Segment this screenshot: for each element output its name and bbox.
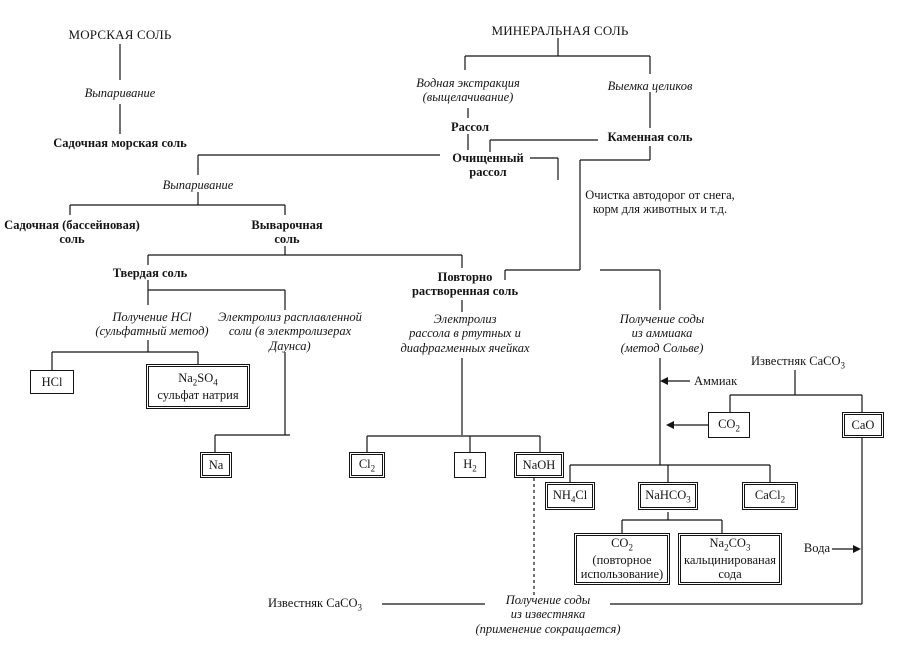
nahco3-box: NaHCO3 <box>638 482 698 510</box>
water-extraction-label: Водная экстракция (выщелачивание) <box>416 76 520 105</box>
naoh-box: NaOH <box>514 452 564 478</box>
rock-salt-label: Каменная соль <box>607 130 693 144</box>
boiled-salt-label: Выварочная соль <box>251 218 323 247</box>
evaporation-label-2: Выпаривание <box>162 178 234 192</box>
block-mining-label: Выемка целиков <box>607 79 693 93</box>
mineral-salt-label: МИНЕРАЛЬНАЯ СОЛЬ <box>491 23 629 38</box>
solid-salt-label: Твердая соль <box>112 266 188 280</box>
cacl2-box: CaCl2 <box>742 482 798 510</box>
purified-brine-label: Очищенный рассол <box>452 151 524 180</box>
hcl-production-label: Получение HCl (сульфатный метод) <box>95 310 209 339</box>
sea-salt-sediment-label: Садочная морская соль <box>53 136 187 150</box>
cl2-box: Cl2 <box>349 452 385 478</box>
limestone-bottom-label: Известняк CaCO3 <box>267 596 362 613</box>
limestone-top-label: Известняк CaCO3 <box>750 354 846 371</box>
sea-salt-label: МОРСКАЯ СОЛЬ <box>68 27 172 42</box>
soda-limestone-label: Получение соды из известняка (применение… <box>475 593 621 636</box>
brine-label: Рассол <box>450 120 490 134</box>
ammonia-label: Аммиак <box>694 374 738 388</box>
brine-electrolysis-label: Электролиз рассола в ртутных и диафрагме… <box>400 312 530 355</box>
hcl-box: HCl <box>30 370 74 394</box>
na2co3-box: Na2CO3 кальцинированая сода <box>678 533 782 585</box>
pool-salt-label: Садочная (бассейновая) соль <box>4 218 140 247</box>
water-label: Вода <box>803 541 830 555</box>
evaporation-label-1: Выпаривание <box>84 86 156 100</box>
na2so4-box: Na2SO4 сульфат натрия <box>146 364 250 409</box>
cao-box: CaO <box>842 412 884 438</box>
road-cleaning-label: Очистка автодорог от снега, корм для жив… <box>585 188 735 217</box>
na-box: Na <box>200 452 232 478</box>
co2-box: CO2 <box>708 412 750 438</box>
h2-box: H2 <box>454 452 486 478</box>
redissolved-salt-label: Повторно растворенная соль <box>411 270 519 299</box>
melt-electrolysis-label: Электролиз расплавленной соли (в электро… <box>218 310 362 353</box>
soda-ammonia-label: Получение соды из аммиака (метод Сольве) <box>619 312 705 355</box>
nh4cl-box: NH4Cl <box>545 482 595 510</box>
co2-reuse-box: CO2 (повторное использование) <box>574 533 670 585</box>
